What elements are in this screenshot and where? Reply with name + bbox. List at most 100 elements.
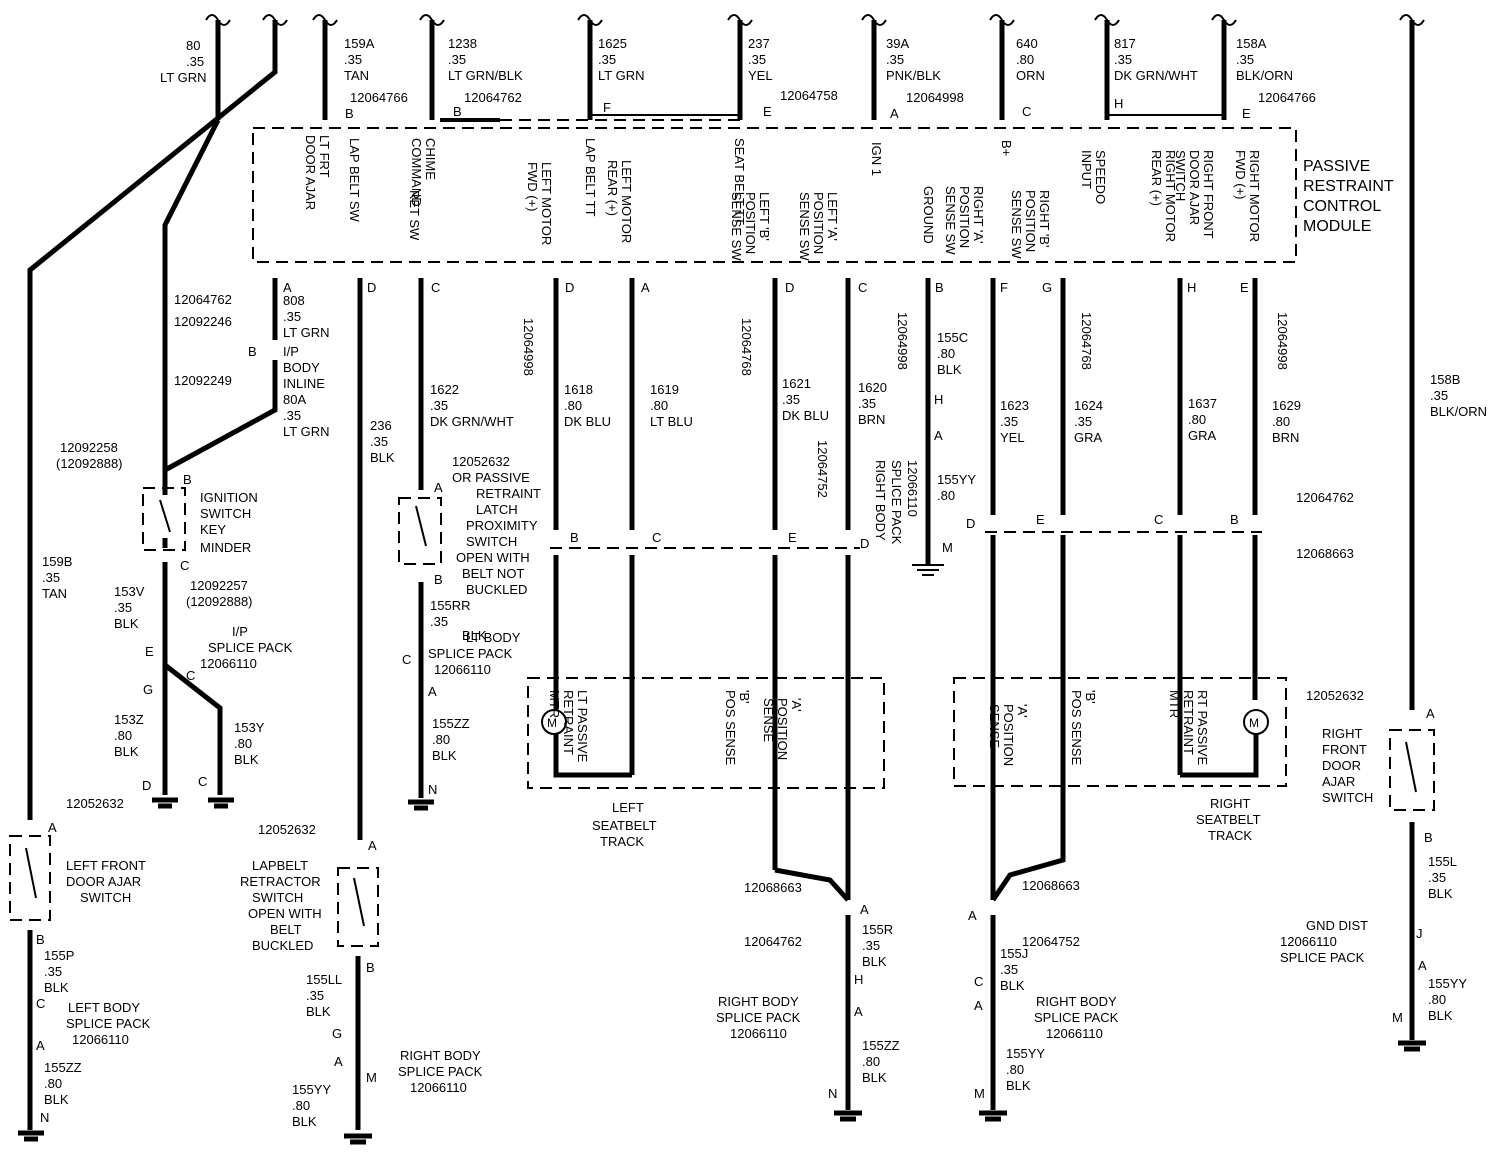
- svg-text:.35: .35: [748, 52, 766, 67]
- svg-text:CONTROL: CONTROL: [1303, 198, 1381, 215]
- svg-text:12092258: 12092258: [60, 440, 118, 455]
- svg-text:POSITION: POSITION: [775, 698, 790, 760]
- svg-text:SEATBELT: SEATBELT: [1196, 812, 1261, 827]
- svg-text:SWITCH: SWITCH: [1173, 150, 1188, 201]
- svg-text:PROXIMITY: PROXIMITY: [466, 518, 538, 533]
- svg-text:SPLICE PACK: SPLICE PACK: [66, 1016, 151, 1031]
- svg-text:N: N: [40, 1110, 49, 1125]
- svg-text:MTR: MTR: [547, 690, 562, 718]
- latch-proximity-switch: LT BODY SPLICE PACK 12066110: [398, 497, 521, 677]
- svg-text:SENSE: SENSE: [761, 698, 776, 742]
- svg-text:BLK/ORN: BLK/ORN: [1236, 68, 1293, 83]
- svg-text:BLK: BLK: [44, 980, 69, 995]
- svg-text:OPEN WITH: OPEN WITH: [248, 906, 322, 921]
- svg-text:D: D: [367, 280, 376, 295]
- svg-text:A: A: [283, 280, 292, 295]
- svg-text:M: M: [366, 1070, 377, 1085]
- svg-text:BLK: BLK: [292, 1114, 317, 1129]
- svg-text:RT PASSIVE: RT PASSIVE: [1195, 690, 1210, 765]
- svg-text:.35: .35: [1430, 388, 1448, 403]
- svg-text:BLK: BLK: [306, 1004, 331, 1019]
- svg-text:.35: .35: [1000, 414, 1018, 429]
- svg-text:BLK: BLK: [432, 748, 457, 763]
- svg-text:BLK: BLK: [370, 450, 395, 465]
- svg-text:12066110: 12066110: [200, 656, 257, 671]
- svg-text:80: 80: [186, 38, 200, 53]
- svg-text:RETRAINT: RETRAINT: [1181, 690, 1196, 755]
- svg-text:SPLICE PACK: SPLICE PACK: [398, 1064, 483, 1079]
- svg-text:B: B: [1424, 830, 1433, 845]
- svg-text:BLK: BLK: [462, 628, 487, 643]
- svg-text:E: E: [1242, 106, 1251, 121]
- svg-text:.80: .80: [1428, 992, 1446, 1007]
- svg-text:B: B: [434, 572, 443, 587]
- svg-text:TAN: TAN: [42, 586, 67, 601]
- svg-text:BLK: BLK: [1428, 1008, 1453, 1023]
- svg-text:12064998: 12064998: [906, 90, 964, 105]
- svg-text:1619: 1619: [650, 382, 679, 397]
- svg-text:H: H: [1187, 280, 1196, 295]
- svg-text:INPUT: INPUT: [1079, 150, 1094, 189]
- svg-text:TRACK: TRACK: [1208, 828, 1252, 843]
- svg-text:BUCKLED: BUCKLED: [466, 582, 527, 597]
- svg-text:DOOR AJAR: DOOR AJAR: [66, 874, 141, 889]
- svg-text:153Z: 153Z: [114, 712, 144, 727]
- svg-text:C: C: [431, 280, 440, 295]
- svg-text:FWD (+): FWD (+): [525, 162, 540, 211]
- svg-text:LAPBELT: LAPBELT: [252, 858, 308, 873]
- gnd-dist: GND DIST 12066110 SPLICE PACK: [1280, 918, 1368, 965]
- svg-text:PASSIVE: PASSIVE: [1303, 158, 1370, 175]
- svg-text:TRACK: TRACK: [600, 834, 644, 849]
- svg-text:M: M: [547, 716, 557, 730]
- svg-text:LEFT MOTOR: LEFT MOTOR: [539, 162, 554, 245]
- svg-text:.80: .80: [1016, 52, 1034, 67]
- svg-text:OR PASSIVE: OR PASSIVE: [452, 470, 530, 485]
- svg-text:B: B: [453, 104, 462, 119]
- svg-text:MODULE: MODULE: [1303, 218, 1371, 235]
- svg-text:236: 236: [370, 418, 392, 433]
- svg-text:F: F: [603, 100, 611, 115]
- svg-text:GROUND: GROUND: [921, 186, 936, 244]
- lapbelt-retractor-switch: LAPBELT RETRACTOR SWITCH OPEN WITH BELT …: [240, 858, 379, 1130]
- svg-text:12052632: 12052632: [66, 796, 124, 811]
- svg-text:1238: 1238: [448, 36, 477, 51]
- svg-text:155P: 155P: [44, 948, 74, 963]
- svg-text:C: C: [1154, 512, 1163, 527]
- svg-text:12092246: 12092246: [174, 314, 232, 329]
- svg-text:POSITION: POSITION: [1023, 190, 1038, 252]
- svg-text:SPLICE PACK: SPLICE PACK: [716, 1010, 801, 1025]
- svg-text:BLK: BLK: [862, 954, 887, 969]
- svg-text:BLK: BLK: [1428, 886, 1453, 901]
- svg-text:RIGHT: RIGHT: [1322, 726, 1363, 741]
- svg-text:.35: .35: [1074, 414, 1092, 429]
- svg-text:1624: 1624: [1074, 398, 1103, 413]
- svg-text:C: C: [652, 530, 661, 545]
- svg-text:.35: .35: [862, 938, 880, 953]
- svg-text:CHIME: CHIME: [423, 138, 438, 180]
- svg-text:12064766: 12064766: [350, 90, 408, 105]
- svg-text:DK GRN/WHT: DK GRN/WHT: [430, 414, 514, 429]
- svg-text:RESTRAINT: RESTRAINT: [1303, 178, 1394, 195]
- svg-text:.80: .80: [1188, 412, 1206, 427]
- svg-text:'A': 'A': [789, 698, 804, 712]
- svg-text:A: A: [36, 1038, 45, 1053]
- svg-text:12064766: 12064766: [1258, 90, 1316, 105]
- svg-text:IGNITION: IGNITION: [200, 490, 258, 505]
- svg-text:C: C: [186, 668, 195, 683]
- svg-text:J: J: [1416, 926, 1423, 941]
- top-wires: [27, 14, 1425, 820]
- lower-labels: A D C D A D C B F G H E 12064762 1209224…: [174, 280, 1290, 388]
- svg-text:GND DIST: GND DIST: [1306, 918, 1368, 933]
- svg-text:OPEN WITH: OPEN WITH: [456, 550, 530, 565]
- svg-text:.35: .35: [283, 408, 301, 423]
- svg-text:237: 237: [748, 36, 770, 51]
- svg-text:A: A: [434, 480, 443, 495]
- svg-text:N: N: [828, 1086, 837, 1101]
- svg-text:12052632: 12052632: [452, 454, 510, 469]
- svg-text:E: E: [788, 530, 797, 545]
- ignition-switch-key-minder: IGNITION SWITCH KEY MINDER C 12092257 (1…: [142, 470, 258, 795]
- svg-text:817: 817: [1114, 36, 1136, 51]
- svg-text:SENSE: SENSE: [987, 704, 1002, 748]
